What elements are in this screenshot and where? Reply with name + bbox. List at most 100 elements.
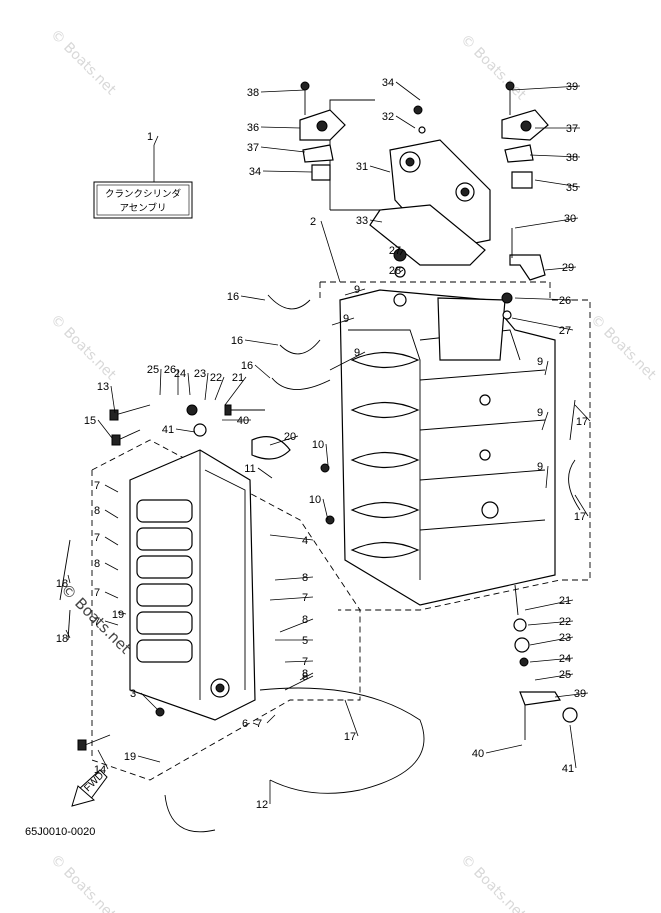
callout-leader-line	[262, 170, 313, 173]
callout-number: 21	[232, 372, 244, 384]
callout-number: 15	[84, 415, 96, 427]
callout-leader-line	[369, 219, 383, 223]
callout-number: 39	[574, 688, 586, 700]
callout-leader-line	[104, 484, 119, 493]
callout-leader-line	[329, 351, 366, 371]
callout-leader-line	[534, 673, 574, 681]
callout-leader-line	[524, 599, 574, 611]
assembly-box: クランクシリンダ アセンブリ	[93, 145, 193, 219]
watermark-mid-right: © Boats.net	[587, 312, 659, 384]
callout-number: 17	[576, 416, 588, 428]
callout-leader-line	[284, 660, 314, 663]
crankcase-block	[339, 289, 556, 606]
callout-leader-line	[67, 574, 71, 584]
callout-number: 26	[164, 364, 176, 376]
callout-leader-line	[554, 692, 589, 698]
callout-leader-line	[187, 372, 191, 396]
callout-leader-line	[534, 179, 581, 188]
callout-leader-line	[299, 672, 314, 681]
callout-number: 37	[566, 123, 578, 135]
exhaust-cover-group	[329, 99, 491, 266]
callout-number: 12	[256, 799, 268, 811]
callout-number: 7	[302, 656, 308, 668]
callout-number: 22	[559, 616, 571, 628]
callout-leader-line	[260, 146, 306, 153]
callout-leader-line	[529, 657, 574, 663]
callout-leader-line	[511, 85, 581, 91]
callout-number: 31	[356, 161, 368, 173]
callout-number: 16	[227, 291, 239, 303]
callout-leader-line	[395, 81, 421, 101]
callout-leader-line	[574, 494, 589, 517]
callout-leader-line	[97, 749, 109, 770]
watermark-top-left: © Boats.net	[47, 27, 119, 99]
callout-leader-line	[266, 714, 276, 724]
callout-leader-line	[544, 266, 577, 271]
callout-number: 21	[559, 595, 571, 607]
callout-leader-line	[395, 115, 416, 129]
callout-number: 23	[559, 632, 571, 644]
callout-number: 16	[241, 360, 253, 372]
assembly-label-line2: アセンブリ	[119, 202, 166, 214]
callout-number: 9	[537, 407, 543, 419]
callout-leader-line	[159, 368, 162, 396]
callout-number: 8	[94, 505, 100, 517]
callout-number: 27	[389, 245, 401, 257]
callout-number: 25	[559, 669, 571, 681]
callout-leader-line	[104, 562, 119, 571]
callout-leader-line	[529, 154, 581, 158]
callout-number: 38	[566, 152, 578, 164]
callout-leader-line	[529, 636, 574, 646]
callout-number: 14	[94, 764, 106, 776]
callout-number: 40	[237, 415, 249, 427]
callout-number: 36	[247, 122, 259, 134]
callout-number: 6	[242, 718, 248, 730]
callout-leader-line	[269, 435, 299, 446]
callout-leader-line	[514, 217, 579, 229]
callout-number: 17	[344, 731, 356, 743]
callout-leader-line	[97, 419, 113, 439]
callout-number: 32	[382, 111, 394, 123]
callout-number: 38	[247, 87, 259, 99]
callout-number: 8	[94, 558, 100, 570]
callout-number: 25	[147, 364, 159, 376]
callout-leader-line	[204, 372, 209, 401]
callout-number: 39	[566, 81, 578, 93]
watermark-top-right: © Boats.net	[457, 32, 529, 104]
callout-number: 27	[559, 325, 571, 337]
callout-leader-line	[260, 126, 301, 129]
callout-number: 26	[559, 295, 571, 307]
callout-leader-line	[320, 220, 341, 283]
callout-number: 1	[147, 131, 153, 143]
callout-leader-line	[137, 755, 161, 763]
callout-number: 23	[194, 368, 206, 380]
callout-number: 8	[302, 572, 308, 584]
callout-number: 11	[244, 463, 255, 475]
callout-number: 16	[231, 335, 243, 347]
callout-number: 9	[537, 356, 543, 368]
callout-number: 10	[312, 439, 324, 451]
callout-leader-line	[344, 288, 366, 296]
callout-number: 7	[302, 592, 308, 604]
callout-leader-line	[322, 498, 329, 521]
callout-leader-line	[117, 611, 127, 615]
diagram-code: 65J0010-0020	[25, 826, 95, 838]
cylinder-block	[129, 449, 256, 721]
hoses	[59, 294, 581, 833]
callout-number: 35	[566, 182, 578, 194]
callout-number: 2	[310, 216, 316, 228]
callout-leader-line	[153, 135, 159, 146]
callout-number: 13	[97, 381, 109, 393]
callout-number: 37	[247, 142, 259, 154]
callout-leader-line	[399, 249, 404, 256]
callout-leader-line	[274, 576, 314, 581]
callout-leader-line	[240, 295, 266, 301]
callout-number: 9	[537, 461, 543, 473]
callout-number: 24	[174, 368, 186, 380]
callout-leader-line	[269, 534, 314, 541]
right-thermostat-housing	[501, 81, 549, 189]
callout-number: 10	[309, 494, 321, 506]
callout-number: 19	[124, 751, 136, 763]
callout-number: 7	[94, 532, 100, 544]
